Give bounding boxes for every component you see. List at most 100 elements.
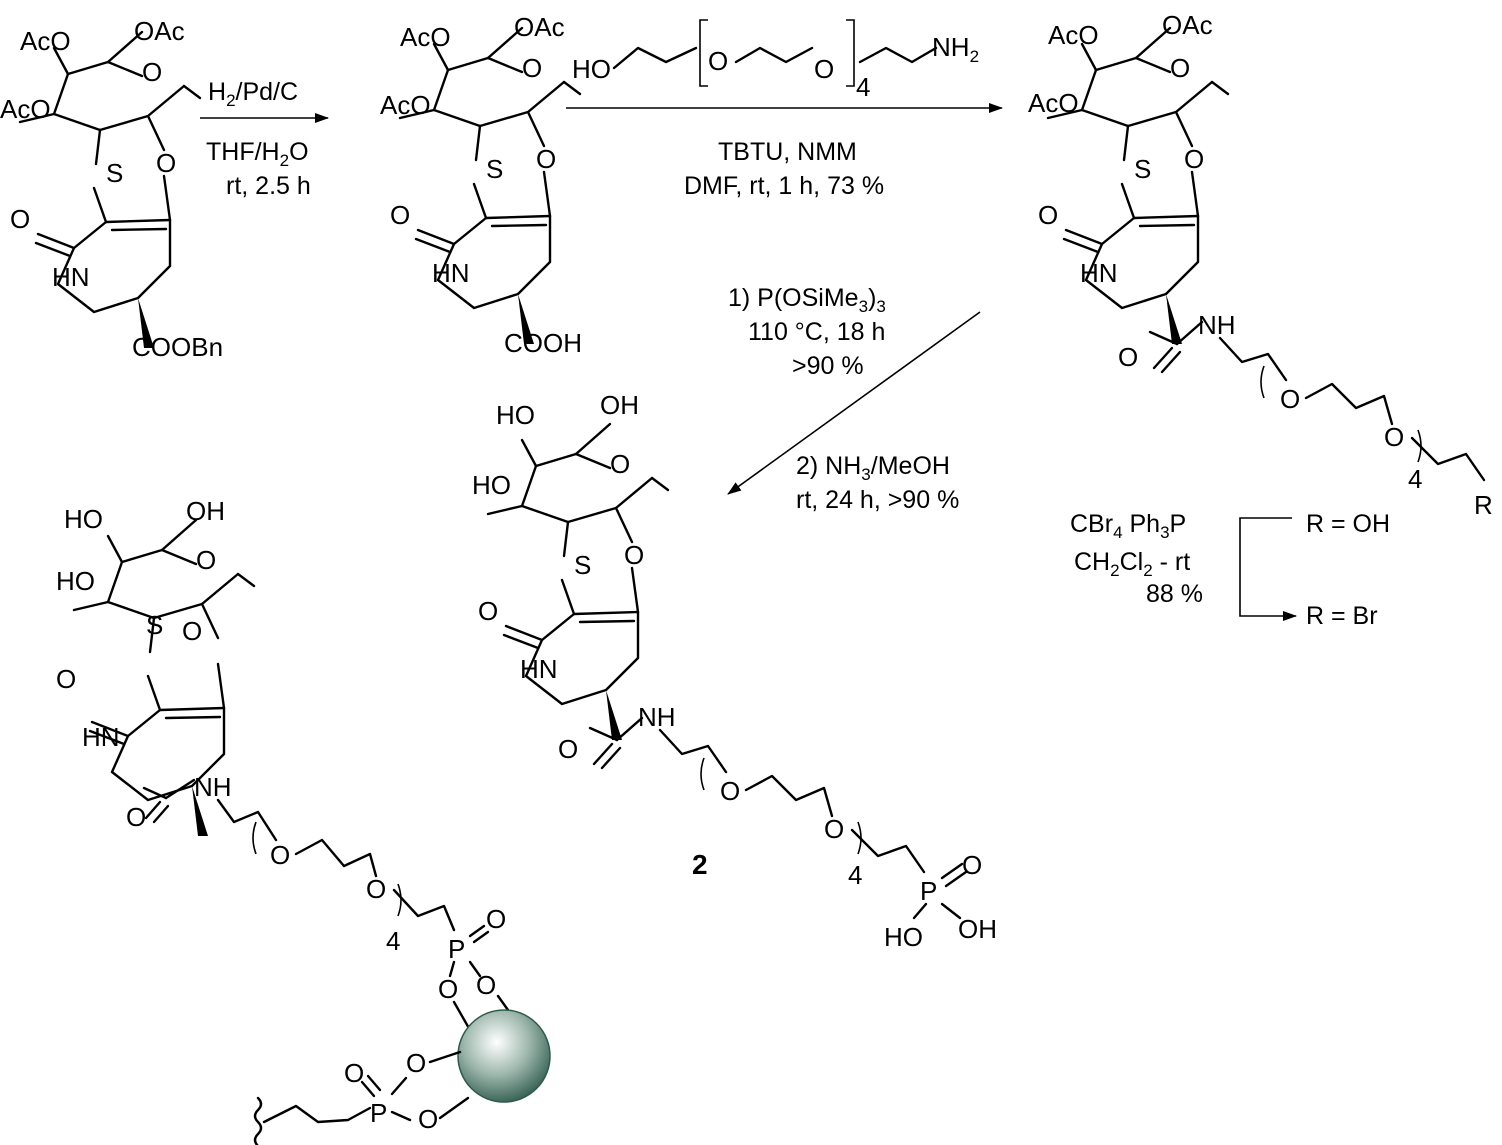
bromination-reagents: CBr4 Ph3P [1070, 510, 1186, 542]
label-p: P [448, 934, 465, 964]
step3-line3: >90 % [792, 352, 864, 380]
bromination-yield: 88 % [1146, 580, 1203, 608]
label-p2-o1: O [406, 1048, 426, 1078]
step3-line4: 2) NH3/MeOH [796, 452, 950, 484]
label-hn: HN [82, 722, 120, 752]
label-peg-o2: O [1384, 422, 1404, 452]
label-ring-o: O [1170, 53, 1190, 83]
label-oh: OH [600, 390, 639, 420]
step2-conditions: DMF, rt, 1 h, 73 % [684, 172, 884, 200]
label-o: O [536, 144, 556, 174]
label-peg-o2: O [366, 874, 386, 904]
label-oac: OAc [1162, 10, 1213, 40]
step1-reagent: H2/Pd/C [208, 78, 298, 110]
label-peg-o2: O [824, 814, 844, 844]
label-oh: OH [186, 496, 225, 526]
label-nh: NH [638, 702, 676, 732]
label-p-ho: HO [884, 922, 923, 952]
label-r-br: R = Br [1306, 602, 1378, 630]
arrow-phosphonation [727, 311, 981, 495]
label-s: S [574, 550, 591, 580]
surface-linker-bottom: P O O O [253, 1048, 470, 1145]
label-p2-o2: O [418, 1104, 438, 1134]
reagent-n: 4 [856, 72, 870, 102]
label-o: O [156, 148, 176, 178]
wavy-bond [253, 1096, 263, 1145]
label-hn: HN [520, 654, 558, 684]
label-coobn: COOBn [132, 332, 223, 362]
label-po: O [962, 850, 982, 880]
reagent-o2: O [814, 54, 834, 84]
label-aco-1: AcO [20, 26, 71, 56]
compound-peg-amide: OAc AcO AcO O S O O HN O NH O O 4 R [1028, 10, 1493, 520]
label-amide-o: O [558, 734, 578, 764]
step1-solvent: THF/H2O [206, 138, 309, 170]
label-hn: HN [52, 262, 90, 292]
label-nh: NH [194, 772, 232, 802]
label-peg-n: 4 [1408, 464, 1422, 494]
reagent-ho: HO [572, 54, 611, 84]
label-peg-o1: O [720, 776, 740, 806]
surface-bead [457, 1009, 551, 1103]
compound-surface-bound: OH HO HO O S O O HN O NH O O 4 P O O O [56, 496, 510, 1032]
label-carbonyl-o: O [390, 200, 410, 230]
label-o: O [1184, 144, 1204, 174]
label-po-bead-1: O [438, 974, 458, 1004]
label-ho-1: HO [64, 504, 103, 534]
label-po: O [486, 904, 506, 934]
label-ho-1: HO [496, 400, 535, 430]
bromination-solvent: CH2Cl2 - rt [1074, 548, 1190, 580]
compound-benzyl-ester: OAc AcO AcO O S O O HN COOBn [0, 16, 223, 362]
label-o: O [182, 616, 202, 646]
label-peg-n: 4 [386, 926, 400, 956]
label-ring-o: O [610, 449, 630, 479]
label-carbonyl-o: O [56, 664, 76, 694]
label-p-oh: OH [958, 914, 997, 944]
reagent-o1: O [708, 46, 728, 76]
label-carbonyl-o: O [1038, 200, 1058, 230]
label-p2: P [370, 1098, 387, 1128]
label-aco-2: AcO [1028, 88, 1079, 118]
label-aco-1: AcO [400, 22, 451, 52]
label-amide-o: O [1118, 342, 1138, 372]
step3-line2: 110 °C, 18 h [748, 318, 885, 346]
label-hn: HN [432, 258, 470, 288]
label-ring-o: O [142, 57, 162, 87]
label-hn: HN [1080, 258, 1118, 288]
compound-2-phosphonic-acid: OH HO HO O S O O HN O NH O O 4 P O HO OH [472, 390, 997, 952]
label-ho-2: HO [56, 566, 95, 596]
label-s: S [106, 158, 123, 188]
label-aco-2: AcO [0, 94, 51, 124]
label-ho-2: HO [472, 470, 511, 500]
step3-line5: rt, 24 h, >90 % [796, 486, 959, 514]
step2-coupling: TBTU, NMM [718, 138, 857, 166]
label-s: S [1134, 154, 1151, 184]
label-r-oh: R = OH [1306, 510, 1390, 538]
label-peg-o1: O [270, 840, 290, 870]
step3-line1: 1) P(OSiMe3)3 [728, 284, 886, 316]
label-nh: NH [1198, 310, 1236, 340]
reagent-nh2: NH2 [932, 32, 979, 66]
label-aco-2: AcO [380, 90, 431, 120]
label-peg-o1: O [1280, 384, 1300, 414]
compound-carboxylic-acid: OAc AcO AcO O S O O HN COOH [380, 12, 582, 358]
label-oac: OAc [514, 12, 565, 42]
step1-conditions: rt, 2.5 h [226, 172, 311, 200]
label-p: P [920, 876, 937, 906]
label-p2-o: O [344, 1058, 364, 1088]
compound-number: 2 [692, 849, 708, 880]
label-s: S [146, 610, 163, 640]
label-o: O [624, 540, 644, 570]
reagent-peg-amine: HO O O 4 NH2 [572, 19, 979, 102]
label-ring-o: O [522, 53, 542, 83]
label-aco-1: AcO [1048, 20, 1099, 50]
label-carbonyl-o: O [10, 204, 30, 234]
label-cooh: COOH [504, 328, 582, 358]
label-r: R [1474, 490, 1493, 520]
label-peg-n: 4 [848, 860, 862, 890]
label-amide-o: O [126, 802, 146, 832]
label-carbonyl-o: O [478, 596, 498, 626]
label-oac: OAc [134, 16, 185, 46]
bromination-step: CBr4 Ph3P CH2Cl2 - rt 88 % R = OH R = Br [1070, 510, 1390, 630]
